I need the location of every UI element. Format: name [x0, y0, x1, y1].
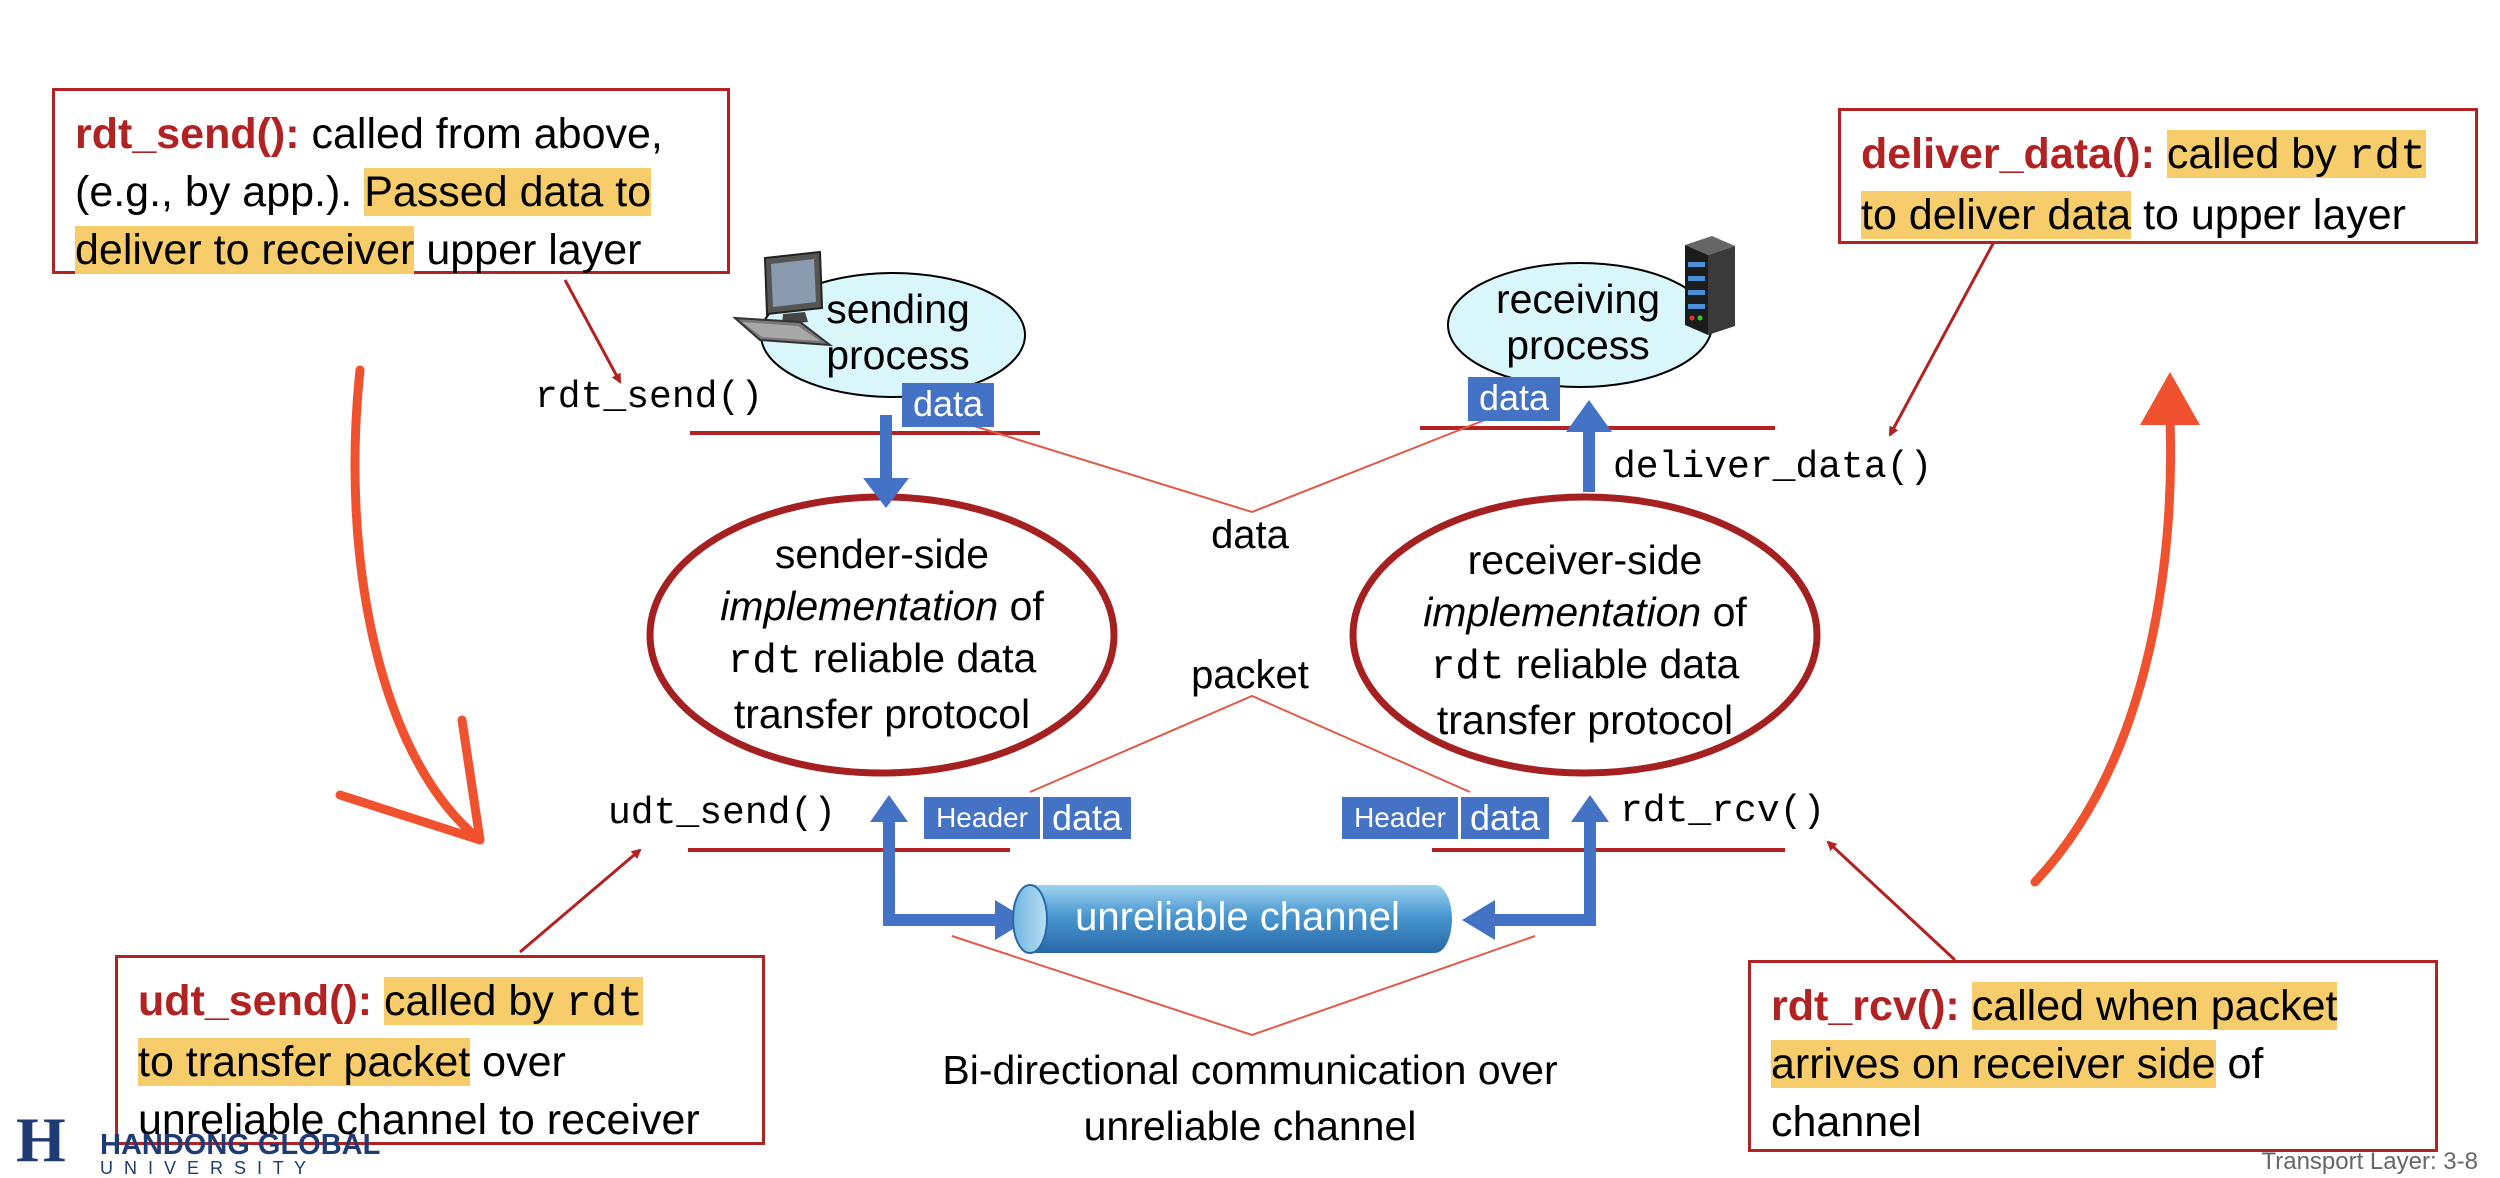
deliver-data-leader-arrow [1888, 239, 1997, 437]
unreliable-channel-pipe [1012, 884, 1452, 954]
udt-send-callout-highlight-1: called by rdt [384, 977, 644, 1028]
deliver-data-callout-fn: deliver_data(): [1861, 130, 2155, 178]
udt-send-api-label: udt_send() [608, 792, 837, 835]
udt-send-leader-arrow [519, 848, 642, 954]
rdt-rcv-api-label: rdt_rcv() [1620, 790, 1826, 833]
unreliable-channel-label: unreliable channel [1075, 895, 1400, 939]
rdt-send-callout-highlight-2: deliver to receiver [75, 226, 415, 274]
sender-implementation-label: sender-side implementation of rdt reliab… [720, 531, 1044, 737]
rdt-rcv-callout-fn: rdt_rcv(): [1771, 982, 1960, 1030]
packet-flow-label: packet [1191, 653, 1309, 697]
udt-send-callout: udt_send(): called by rdt to transfer pa… [115, 955, 765, 1145]
desktop-computer-icon [732, 250, 834, 347]
server-tower-icon [1685, 236, 1735, 335]
rdt-send-callout-text-2: (e.g., by app.). [75, 168, 365, 216]
udt-send-callout-text-2: unreliable channel to receiver [138, 1096, 700, 1144]
sender-channel-blue-arrow [870, 795, 1028, 940]
rdt-rcv-leader-arrow [1826, 840, 1957, 962]
deliver-data-callout-text: to upper layer [2131, 191, 2407, 239]
bidir-connector-lines [951, 935, 1536, 1037]
rdt-send-callout-text-1: called from above, [299, 110, 663, 158]
rdt-rcv-callout: rdt_rcv(): called when packet arrives on… [1748, 960, 2438, 1152]
rdt-rcv-callout-highlight-2: arrives on receiver side [1771, 1040, 2216, 1088]
receiver-data-tag: data [1468, 377, 1560, 421]
rdt-rcv-callout-text-2: channel [1771, 1098, 1922, 1146]
data-flow-label: data [1211, 513, 1289, 557]
deliver-data-callout: deliver_data(): called by rdt to deliver… [1838, 108, 2478, 244]
rdt-send-api-label: rdt_send() [535, 376, 764, 419]
university-logo-mark: H [16, 1104, 66, 1175]
rdt-rcv-callout-highlight-1: called when packet [1971, 982, 2338, 1030]
rdt-send-leader-arrow [563, 279, 622, 384]
data-connector-lines [947, 411, 1506, 514]
slide-footer-page-label: Transport Layer: 3-8 [2261, 1148, 2478, 1175]
receiver-up-blue-arrow [1566, 400, 1612, 492]
deliver-data-callout-highlight-1: called by rdt [2166, 130, 2426, 181]
rdt-send-callout: rdt_send(): called from above, (e.g., by… [52, 88, 730, 274]
deliver-data-callout-highlight-2: to deliver data [1861, 191, 2132, 239]
rdt-send-callout-highlight-1: Passed data to [364, 168, 652, 216]
udt-send-callout-highlight-2: to transfer packet [138, 1038, 471, 1086]
rdt-send-callout-text-3: upper layer [414, 226, 642, 274]
rdt-rcv-callout-text-1: of [2215, 1040, 2264, 1088]
bidirectional-caption: Bi-directional communication over unreli… [942, 1047, 1558, 1149]
university-logo-line2: U N I V E R S I T Y [100, 1158, 310, 1178]
packet-connector-lines [1029, 694, 1471, 793]
sender-data-tag: data [902, 383, 994, 427]
udt-send-callout-fn: udt_send(): [138, 977, 373, 1025]
sending-process-label: sending process [826, 286, 970, 378]
orange-down-flow-arrow [335, 365, 485, 845]
sender-packet-data-tag: data [1043, 797, 1131, 839]
receiver-header-tag: Header [1342, 797, 1458, 839]
receiving-process-label: receiving process [1495, 276, 1661, 368]
orange-up-flow-arrow [2030, 372, 2200, 887]
receiver-channel-blue-arrow [1462, 795, 1609, 940]
receiver-implementation-ellipse [1349, 493, 1821, 777]
university-logo-line1: HANDONG GLOBAL [100, 1129, 381, 1161]
rdt-send-callout-fn: rdt_send(): [75, 110, 300, 158]
receiver-packet-data-tag: data [1461, 797, 1549, 839]
sender-header-tag: Header [924, 797, 1040, 839]
sender-down-blue-arrow [863, 415, 909, 508]
receiver-implementation-label: receiver-side implementation of rdt reli… [1423, 537, 1747, 743]
deliver-data-api-label: deliver_data() [1613, 446, 1933, 489]
udt-send-callout-text-1: over [470, 1038, 566, 1086]
